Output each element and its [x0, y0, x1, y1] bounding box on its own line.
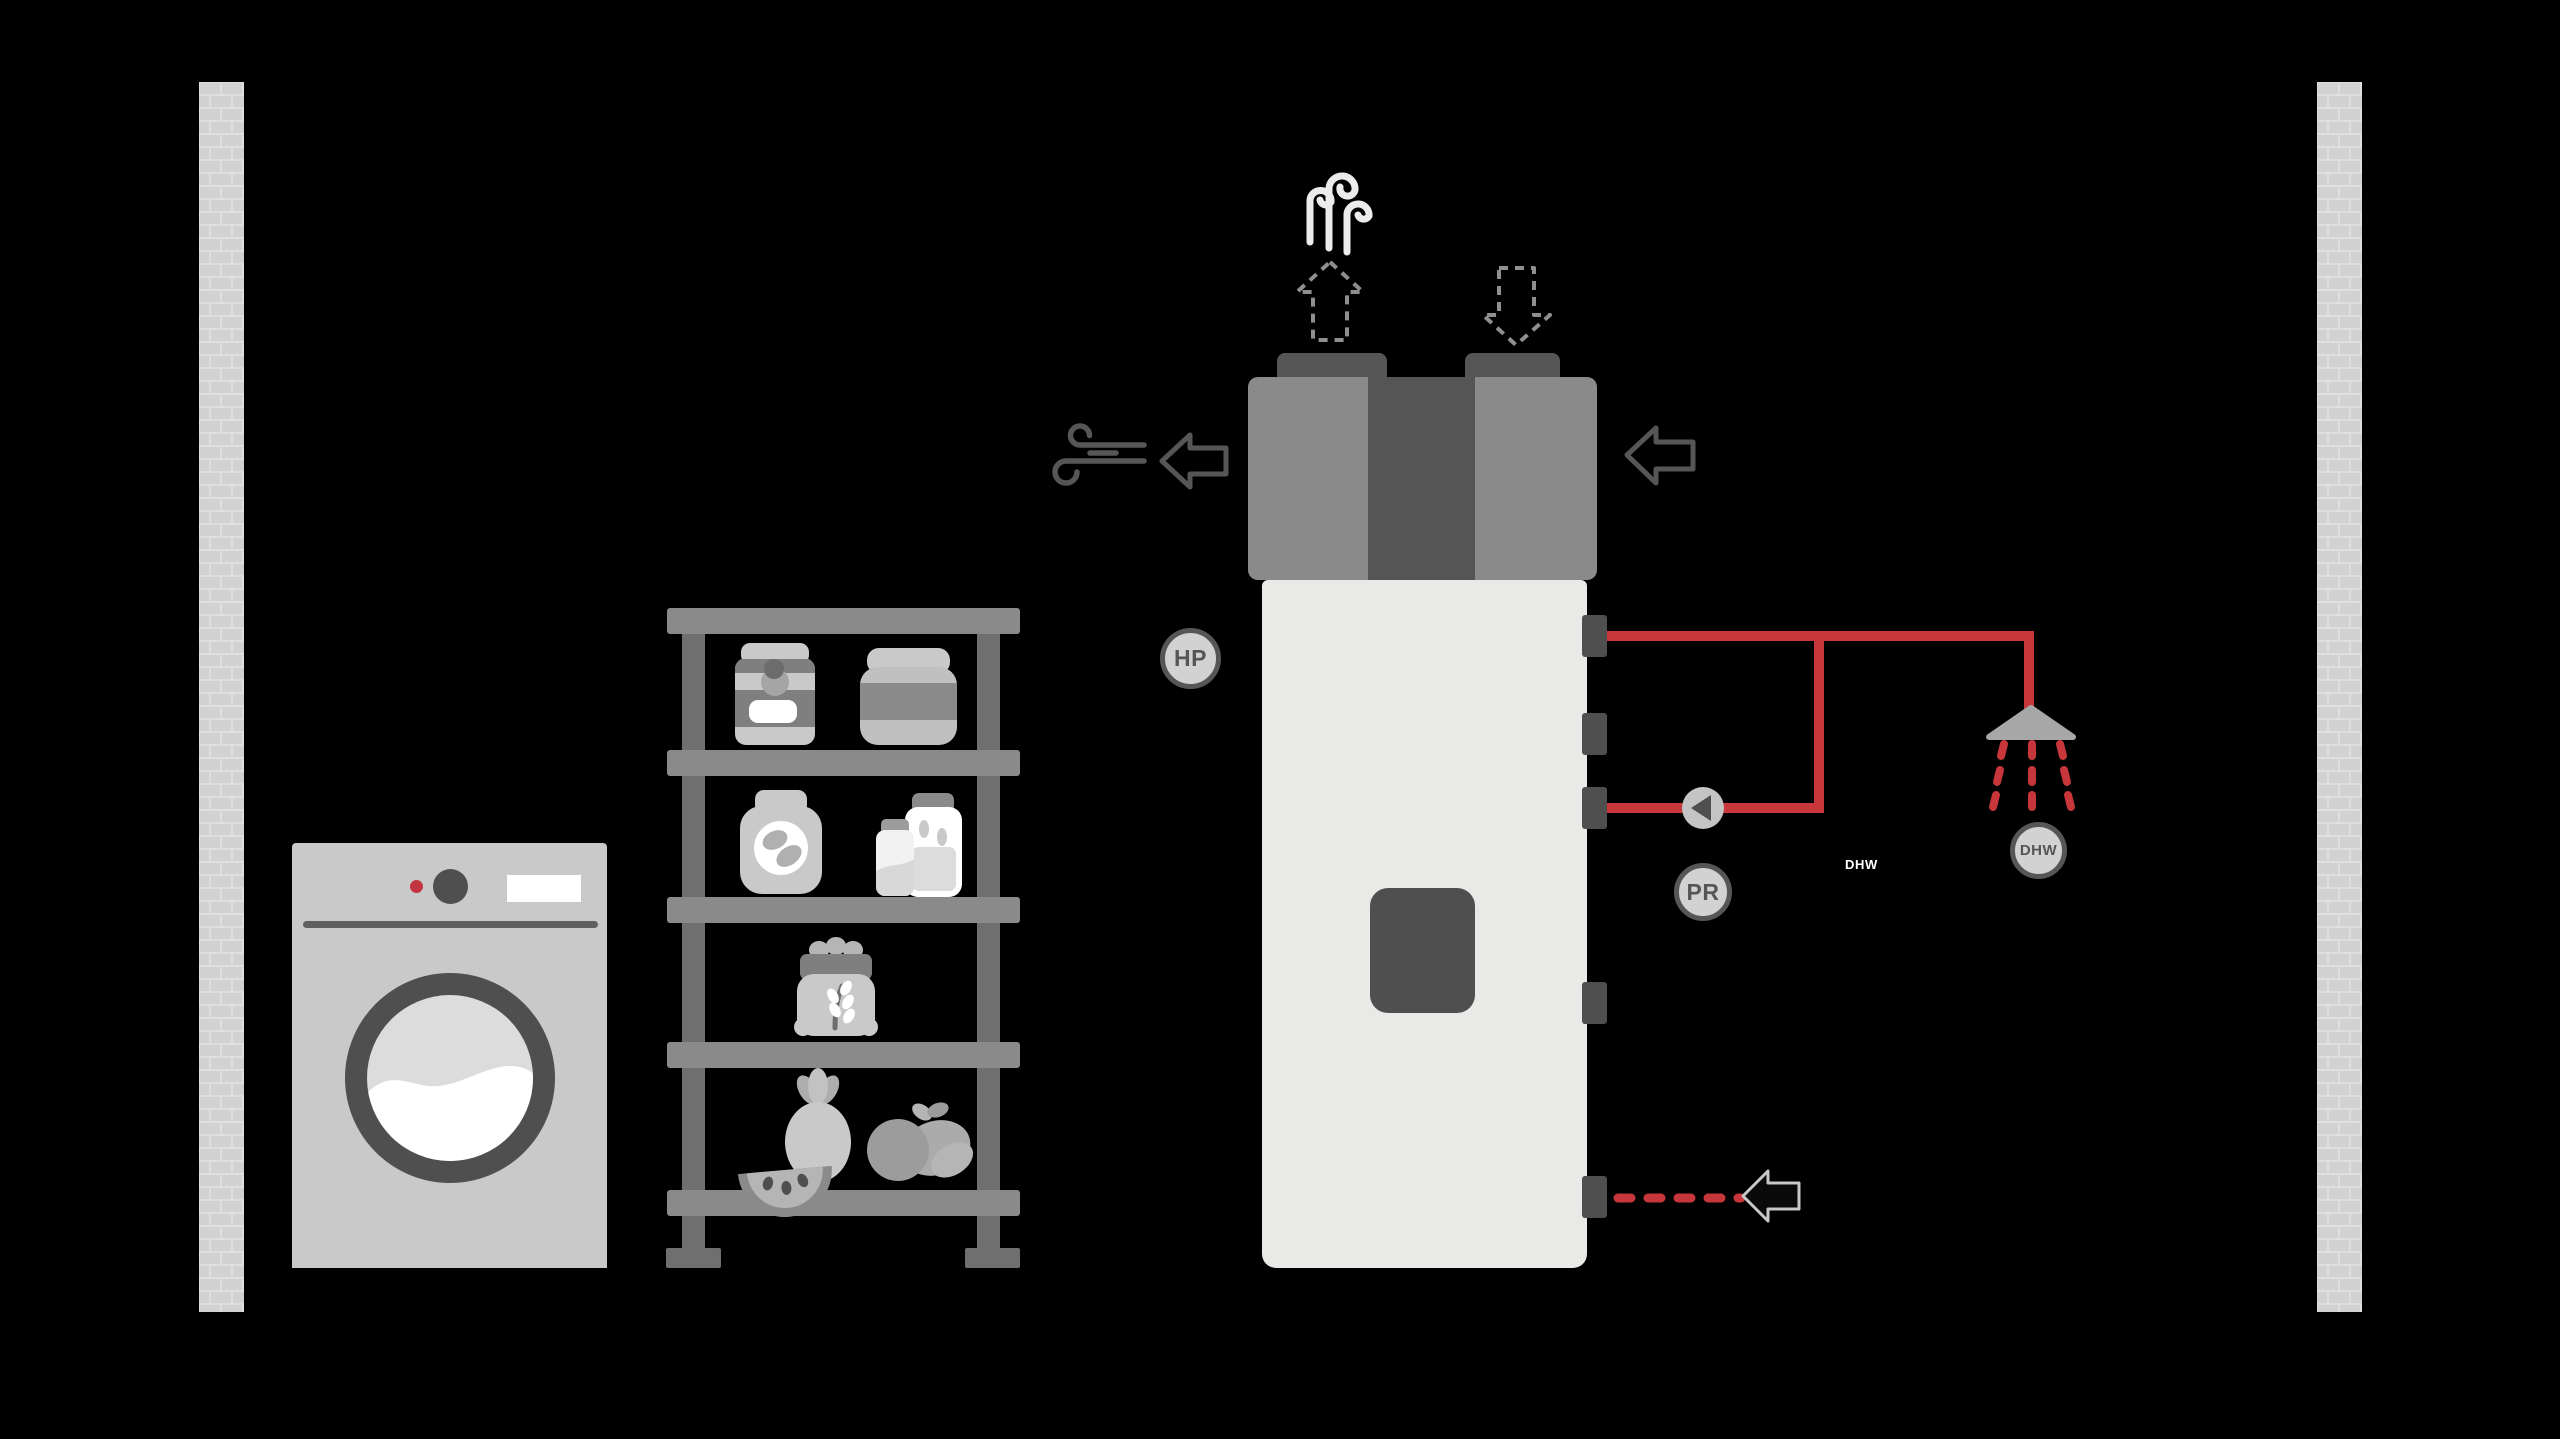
watermelon-and-pineapple	[738, 1068, 851, 1217]
tank-connector-cold-in	[1582, 1176, 1607, 1218]
tank-connector-recirculation	[1582, 787, 1607, 829]
hot-water-pipe-shower-drop	[2024, 631, 2034, 711]
brick-pillar-right	[2317, 82, 2362, 1312]
shelf-board-2	[667, 750, 1020, 776]
up-dashed-arrow-icon	[1295, 260, 1365, 342]
striped-jar	[735, 643, 815, 745]
fan-module-center-section	[1368, 377, 1475, 595]
pr-badge-label: PR	[1686, 878, 1720, 905]
washer-indicator-light	[410, 880, 423, 893]
tank-connector-hot-out	[1582, 615, 1607, 657]
fruit-group	[867, 1102, 974, 1181]
recirculation-pipe-riser	[1814, 631, 1824, 813]
air-in-right-arrow-icon	[1624, 425, 1696, 486]
shelf-post-right	[977, 618, 1000, 1253]
dhw-badge: DHW	[2010, 822, 2067, 879]
down-dashed-arrow-icon	[1481, 266, 1552, 347]
shelf-post-left	[682, 618, 705, 1253]
milk-bottles	[876, 793, 962, 897]
shower-head-icon	[1986, 705, 2076, 740]
shelf-board-4	[667, 1042, 1020, 1068]
hp-badge: HP	[1160, 628, 1221, 689]
dhw-badge-label: DHW	[2019, 842, 2058, 859]
tank-connector-4	[1582, 982, 1607, 1024]
cold-water-dashed-pipe	[1613, 1193, 1746, 1203]
washer-panel-divider	[303, 921, 598, 928]
shelf-foot-right	[965, 1248, 1020, 1268]
shelf-board-3	[667, 897, 1020, 923]
washer-display	[507, 875, 581, 902]
dhw-pipe-label: DHW	[1845, 857, 1878, 872]
tank-connector-2	[1582, 713, 1607, 755]
cold-water-in-arrow-icon	[1741, 1169, 1801, 1223]
brick-pillar-left	[199, 82, 244, 1312]
shower-spray-icon	[1989, 740, 2075, 811]
pr-badge: PR	[1674, 863, 1732, 921]
wind-icon	[1052, 423, 1147, 486]
shelf-foot-left	[666, 1248, 721, 1268]
round-jar	[740, 790, 822, 894]
plain-jar	[860, 648, 957, 745]
air-in-left-arrow-icon	[1159, 432, 1229, 490]
flour-bag	[794, 937, 878, 1036]
steam-icon	[1306, 172, 1373, 256]
hp-badge-label: HP	[1174, 645, 1207, 671]
shelf-board-1	[667, 608, 1020, 634]
washer-knob	[433, 869, 468, 904]
pump-icon	[1682, 787, 1724, 829]
shelf-board-5	[667, 1190, 1020, 1216]
tank-access-panel	[1370, 888, 1475, 1013]
washer-door-window	[367, 995, 533, 1161]
